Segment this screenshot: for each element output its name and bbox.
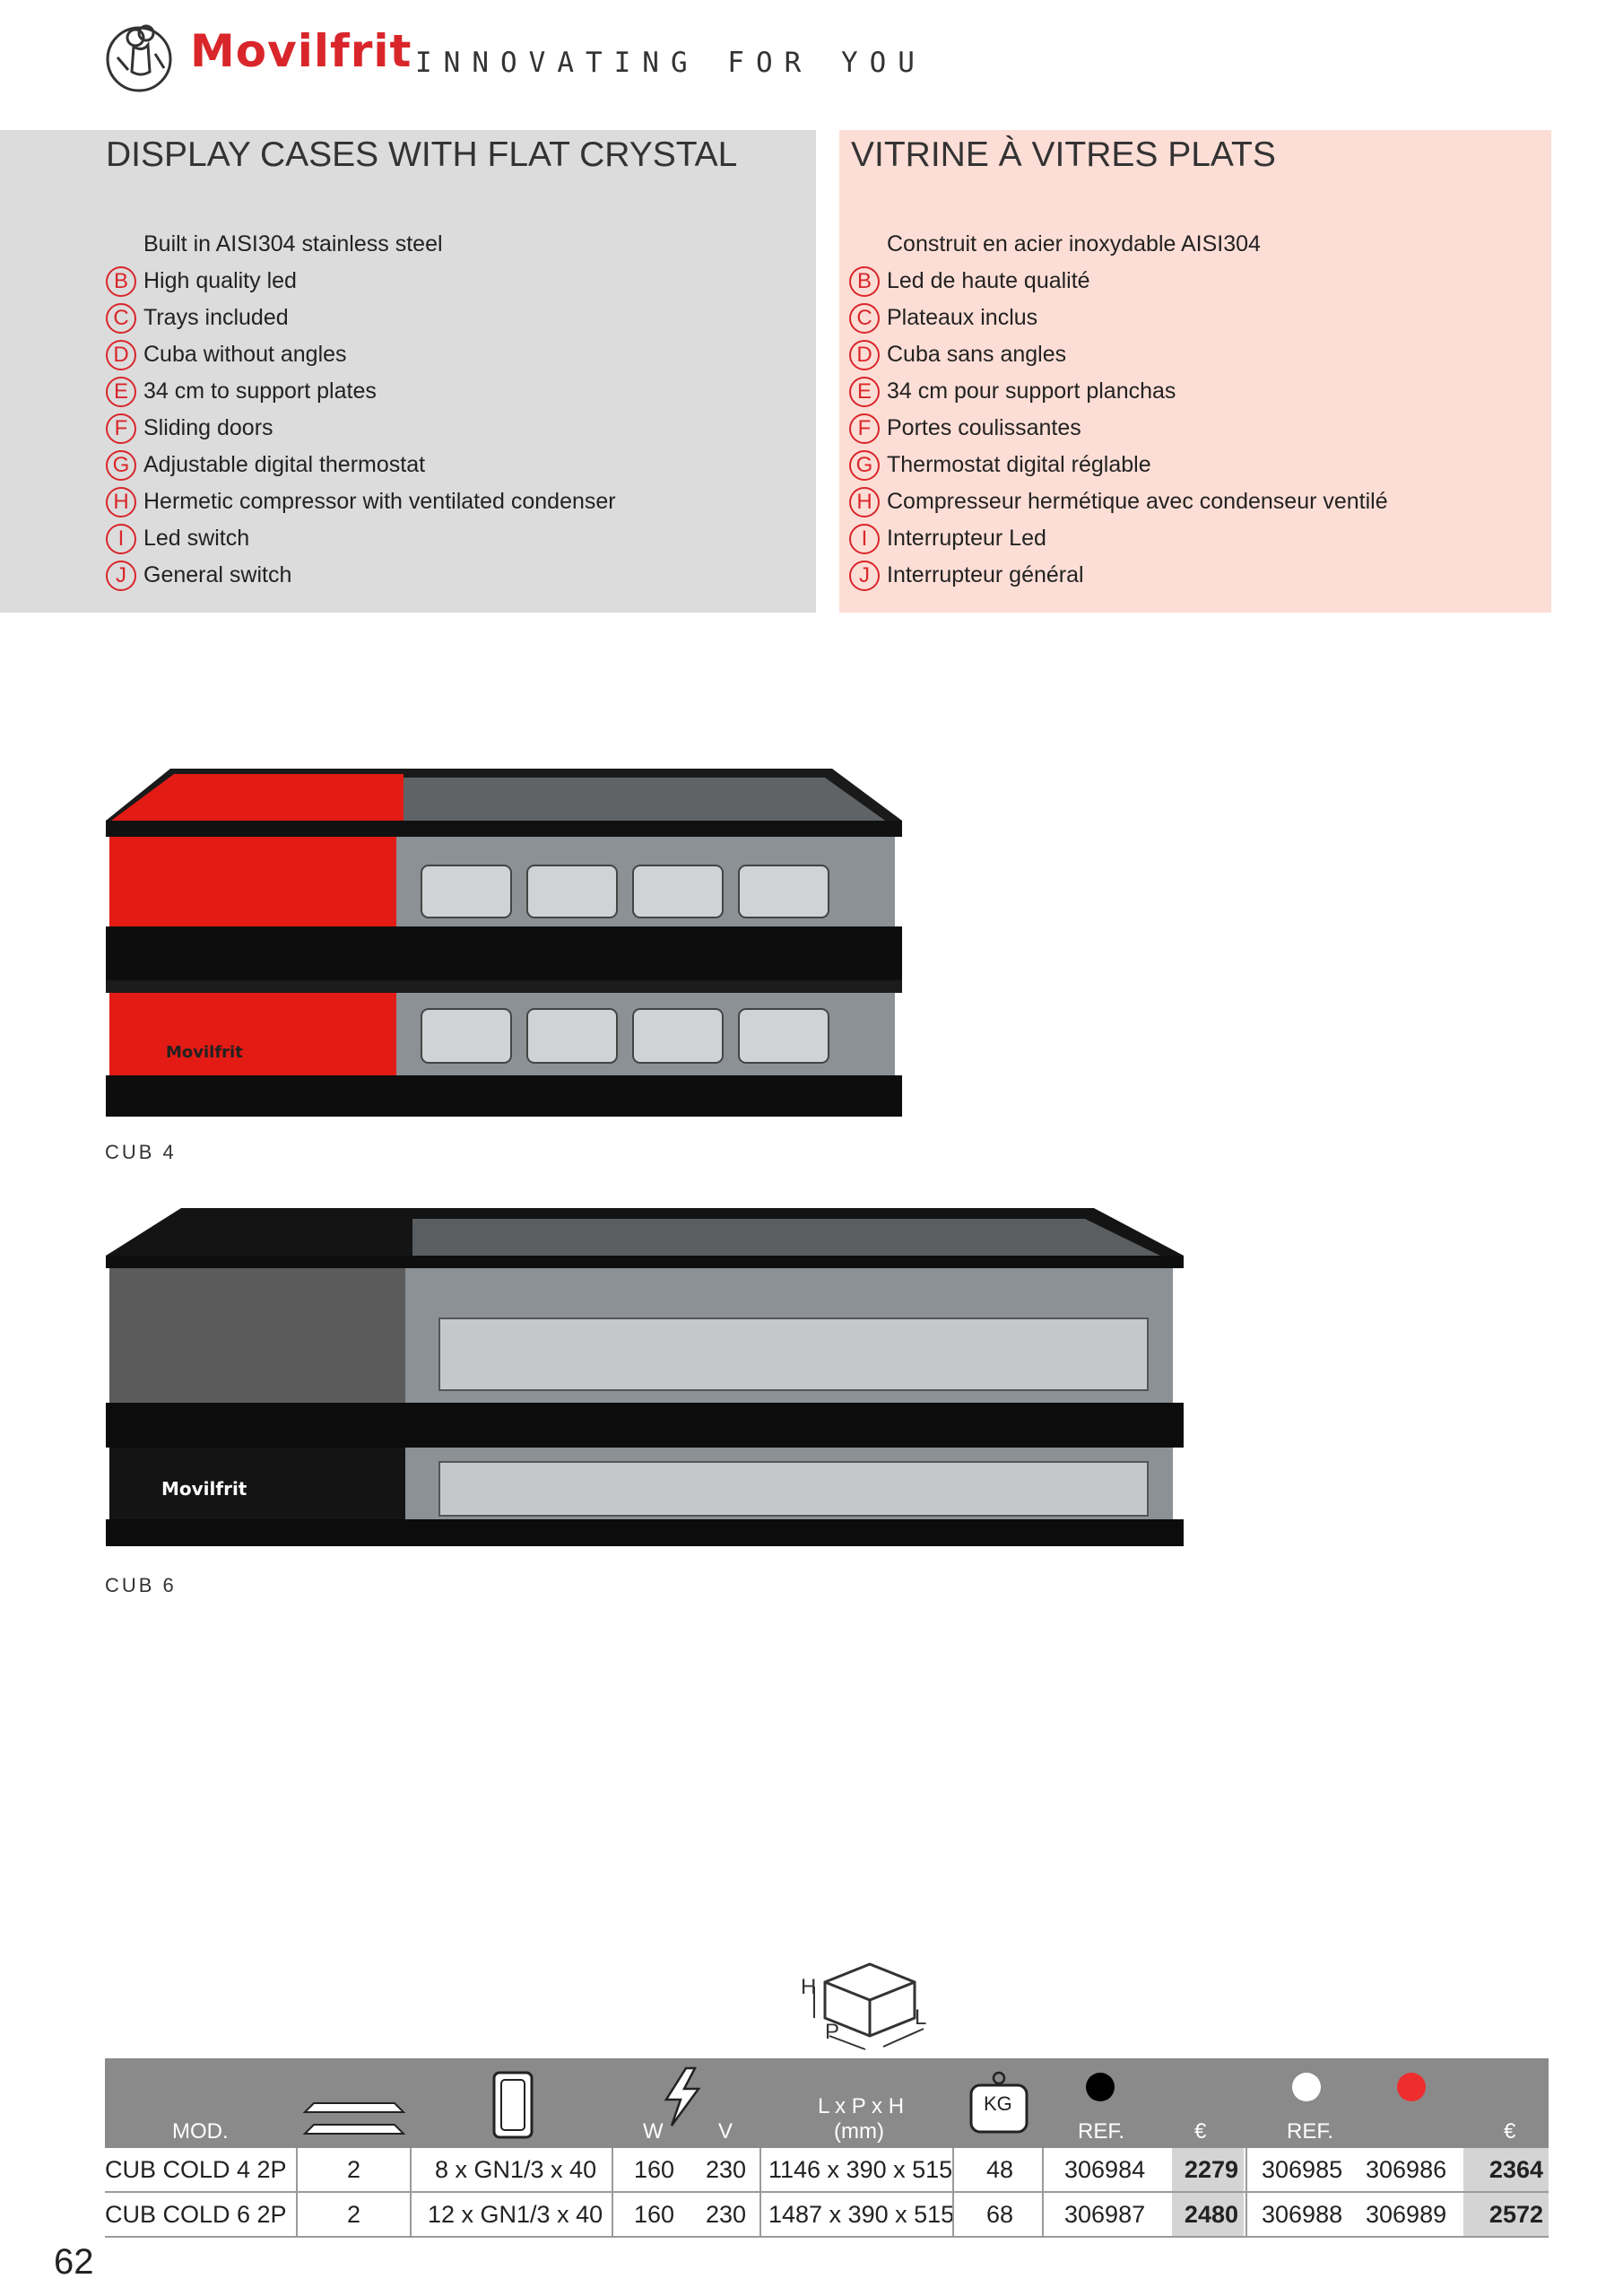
bullet-e-icon: E [849,376,880,407]
bullet-j-icon: J [106,560,136,591]
black-color-dot-icon [1086,2073,1115,2101]
header-ref2: REF. [1287,2119,1334,2144]
slogan: INNOVATING FOR YOU [415,47,926,79]
bullet-d-icon: D [106,339,136,370]
header-kg: KG [984,2092,1012,2115]
brand-name: Movilfrit [190,25,412,77]
bullet-h-icon: H [849,486,880,517]
table-row: CUB COLD 4 2P 2 8 x GN1/3 x 40 160 230 1… [105,2148,1549,2193]
bullet-c-icon: C [849,302,880,334]
header-dims: L x P x H [818,2094,905,2118]
product-logo: Movilfrit [161,1478,247,1500]
bullet-icon [849,230,880,260]
header-w: W [643,2119,664,2144]
bullet-f-icon: F [849,413,880,444]
bullet-c-icon: C [106,302,136,334]
header-ref1: REF. [1078,2119,1125,2144]
panel-title-en: DISPLAY CASES WITH FLAT CRYSTAL [106,135,738,174]
weight-icon [969,2071,1028,2134]
bullet-d-icon: D [849,339,880,370]
bullet-i-icon: I [106,523,136,554]
power-icon [664,2066,701,2126]
bullet-e-icon: E [106,376,136,407]
product-logo: Movilfrit [166,1043,243,1062]
features-panel-fr: VITRINE À VITRES PLATS Construit en acie… [839,130,1551,613]
features-panel-en: DISPLAY CASES WITH FLAT CRYSTAL Built in… [0,130,816,613]
bullet-icon [106,230,136,260]
bullet-b-icon: B [106,265,136,297]
list-item: Built in AISI304 stainless steel [106,226,616,263]
shelves-icon [302,2102,406,2135]
spec-table: MOD. W V L x P x H (mm) KG REF. € [105,2058,1549,2238]
bullet-f-icon: F [106,413,136,444]
red-color-dot-icon [1397,2073,1426,2101]
bullet-j-icon: J [849,560,880,591]
bullet-b-icon: B [849,265,880,297]
dim-l-label: L [915,2005,927,2030]
panel-title-fr: VITRINE À VITRES PLATS [851,135,1276,174]
bullet-g-icon: G [849,449,880,481]
bullet-i-icon: I [849,523,880,554]
header-dims-unit: (mm) [834,2119,884,2144]
table-header: MOD. W V L x P x H (mm) KG REF. € [105,2058,1549,2148]
chef-logo-icon [101,18,178,94]
table-row: CUB COLD 6 2P 2 12 x GN1/3 x 40 160 230 … [105,2193,1549,2238]
header-mod: MOD. [172,2119,229,2144]
bullet-h-icon: H [106,486,136,517]
header-eur1: € [1194,2119,1207,2144]
header-eur2: € [1504,2119,1516,2144]
product-image-cub4 [99,767,906,1130]
tray-icon [492,2071,534,2139]
dimensions-icon [798,1946,942,2058]
white-color-dot-icon [1292,2073,1321,2101]
product-caption-cub6: CUB 6 [105,1574,177,1596]
dim-p-label: P [825,2020,840,2044]
dim-h-label: H [801,1975,817,1999]
page-number: 62 [54,2242,94,2282]
product-caption-cub4: CUB 4 [105,1141,177,1163]
product-image-cub6 [99,1206,1193,1561]
list-item: Construit en acier inoxydable AISI304 [849,226,1388,263]
header-v: V [718,2119,733,2144]
bullet-g-icon: G [106,449,136,481]
